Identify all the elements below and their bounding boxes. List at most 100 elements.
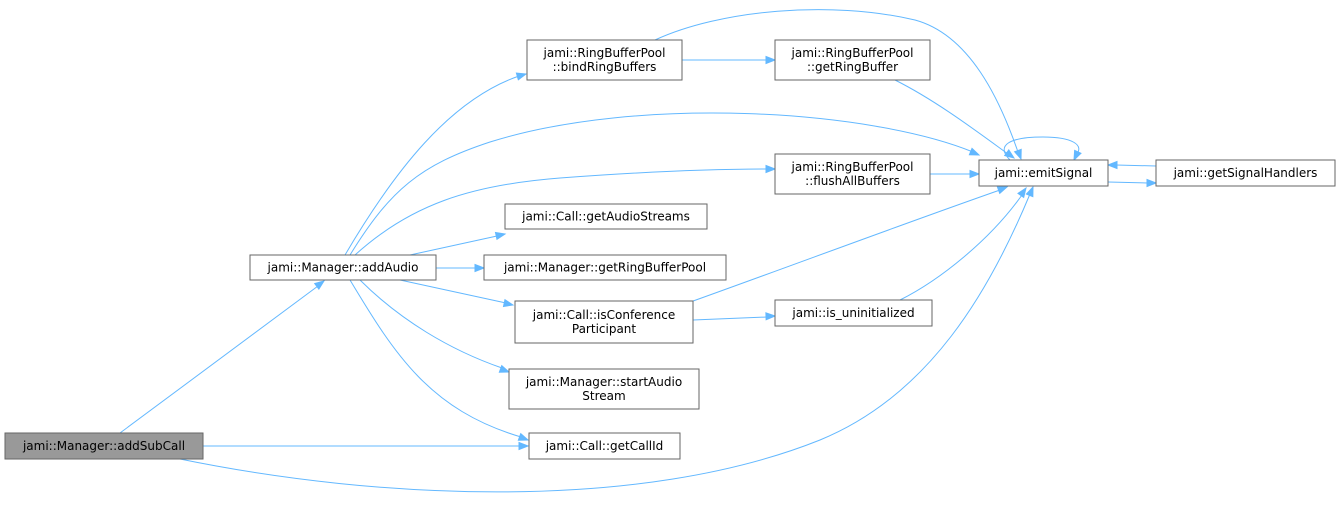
- node-getSignalHandlers[interactable]: jami::getSignalHandlers: [1155, 159, 1336, 187]
- arrowhead-icon: [517, 432, 530, 441]
- edge-flushAllBuffers-to-emitSignal: [930, 169, 981, 179]
- node-label: ::bindRingBuffers: [553, 60, 657, 74]
- edge-addAudio-to-emitSignal: [349, 112, 981, 256]
- node-box: [508, 368, 700, 410]
- arrowhead-icon: [1146, 178, 1158, 188]
- arrowhead-icon: [996, 186, 1009, 195]
- edge-line: [349, 112, 974, 256]
- edge-line: [399, 279, 507, 304]
- node-box: [526, 39, 683, 81]
- node-addAudio[interactable]: jami::Manager::addAudio: [249, 254, 437, 281]
- edge-line: [179, 193, 1031, 493]
- nodes-layer: jami::Manager::addSubCall jami::Manager::…: [4, 39, 1336, 460]
- node-emitSignal[interactable]: jami::emitSignal: [978, 159, 1109, 187]
- arrowhead-icon: [765, 312, 777, 321]
- node-label: jami::is_uninitialized: [791, 306, 914, 320]
- edge-line: [681, 189, 1001, 306]
- edge-line: [654, 9, 1019, 153]
- edge-addAudio-to-bindRingBuffers: [344, 72, 528, 256]
- arrowhead-icon: [968, 147, 981, 156]
- edge-line: [344, 75, 520, 256]
- node-label: ::getRingBuffer: [807, 60, 898, 74]
- arrowhead-icon: [494, 231, 507, 241]
- node-label: jami::getSignalHandlers: [1173, 166, 1318, 180]
- edge-addAudio-to-flushAllBuffers: [354, 164, 777, 256]
- arrowhead-icon: [518, 441, 530, 451]
- edge-line: [1115, 164, 1157, 167]
- arrowhead-icon: [502, 298, 515, 308]
- node-label: Participant: [572, 322, 637, 336]
- edge-addAudio-to-isConferenceParticipant: [399, 279, 515, 308]
- node-is_uninitialized[interactable]: jami::is_uninitialized: [774, 299, 933, 327]
- node-box: [4, 432, 204, 460]
- node-box: [514, 300, 694, 344]
- edge-is_uninitialized-to-emitSignal: [899, 186, 1027, 301]
- edge-line: [354, 168, 769, 256]
- node-label: jami::Call::isConference: [532, 308, 675, 322]
- arrowhead-icon: [1013, 148, 1022, 161]
- node-addSubCall[interactable]: jami::Manager::addSubCall: [4, 432, 204, 460]
- edge-isConferenceParticipant-to-is_uninitialized: [692, 312, 777, 321]
- edge-bindRingBuffers-to-emitSignal: [654, 9, 1022, 161]
- edge-emitSignal-to-emitSignal: [1003, 136, 1082, 162]
- edge-addAudio-to-getRingBufferPool: [436, 263, 486, 273]
- arrowhead-icon: [474, 263, 486, 273]
- node-getRingBuffer[interactable]: jami::RingBufferPool::getRingBuffer: [774, 39, 931, 81]
- edge-emitSignal-to-getSignalHandlers: [1107, 178, 1158, 188]
- arrowhead-icon: [515, 72, 528, 81]
- node-getRingBufferPool[interactable]: jami::Manager::getRingBufferPool: [483, 254, 727, 281]
- node-box: [774, 39, 931, 81]
- edge-isConferenceParticipant-to-emitSignal: [681, 186, 1009, 306]
- arrowhead-icon: [498, 364, 511, 373]
- edge-line: [119, 285, 319, 434]
- edge-line: [899, 194, 1023, 301]
- node-box: [1155, 159, 1336, 187]
- arrowhead-icon: [1106, 160, 1118, 170]
- node-flushAllBuffers[interactable]: jami::RingBufferPool::flushAllBuffers: [774, 153, 931, 195]
- node-label: ::flushAllBuffers: [805, 174, 900, 188]
- node-label: jami::RingBufferPool: [791, 160, 914, 174]
- edge-getSignalHandlers-to-emitSignal: [1106, 160, 1157, 170]
- arrowhead-icon: [765, 55, 777, 65]
- edge-line: [409, 235, 498, 256]
- node-label: jami::RingBufferPool: [543, 46, 666, 60]
- arrowhead-icon: [765, 164, 777, 174]
- edge-line: [894, 79, 1009, 155]
- node-getAudioStreams[interactable]: jami::Call::getAudioStreams: [504, 203, 708, 230]
- edge-line: [359, 279, 503, 369]
- node-label: jami::Manager::addAudio: [267, 261, 419, 275]
- arrowhead-icon: [1017, 186, 1027, 199]
- node-label: jami::Manager::startAudio: [525, 375, 682, 389]
- node-box: [774, 153, 931, 195]
- node-label: Stream: [582, 389, 625, 403]
- edge-addSubCall-to-emitSignal: [179, 185, 1034, 493]
- edge-line: [349, 279, 522, 438]
- edge-getRingBuffer-to-emitSignal: [894, 79, 1016, 159]
- node-box: [504, 203, 708, 230]
- arrowhead-icon: [313, 280, 326, 291]
- edge-addAudio-to-getAudioStreams: [409, 231, 507, 256]
- node-bindRingBuffers[interactable]: jami::RingBufferPool::bindRingBuffers: [526, 39, 683, 81]
- node-box: [774, 299, 933, 327]
- edge-bindRingBuffers-to-getRingBuffer: [682, 55, 777, 65]
- edge-line: [1003, 136, 1080, 161]
- edge-addSubCall-to-addAudio: [119, 280, 326, 434]
- edge-line: [692, 316, 768, 321]
- node-label: jami::Manager::addSubCall: [22, 439, 185, 453]
- edge-addSubCall-to-getCallId: [203, 441, 530, 451]
- arrowhead-icon: [969, 169, 981, 179]
- node-label: jami::emitSignal: [994, 166, 1093, 180]
- node-label: jami::Call::getAudioStreams: [521, 210, 690, 224]
- node-getCallId[interactable]: jami::Call::getCallId: [528, 432, 681, 460]
- edge-addAudio-to-getCallId: [349, 279, 530, 441]
- node-box: [483, 254, 727, 281]
- edge-line: [1107, 181, 1149, 184]
- edges-layer: [119, 9, 1158, 493]
- node-box: [978, 159, 1109, 187]
- node-label: jami::Manager::getRingBufferPool: [503, 261, 706, 275]
- arrowhead-icon: [1073, 149, 1082, 162]
- node-box: [528, 432, 681, 460]
